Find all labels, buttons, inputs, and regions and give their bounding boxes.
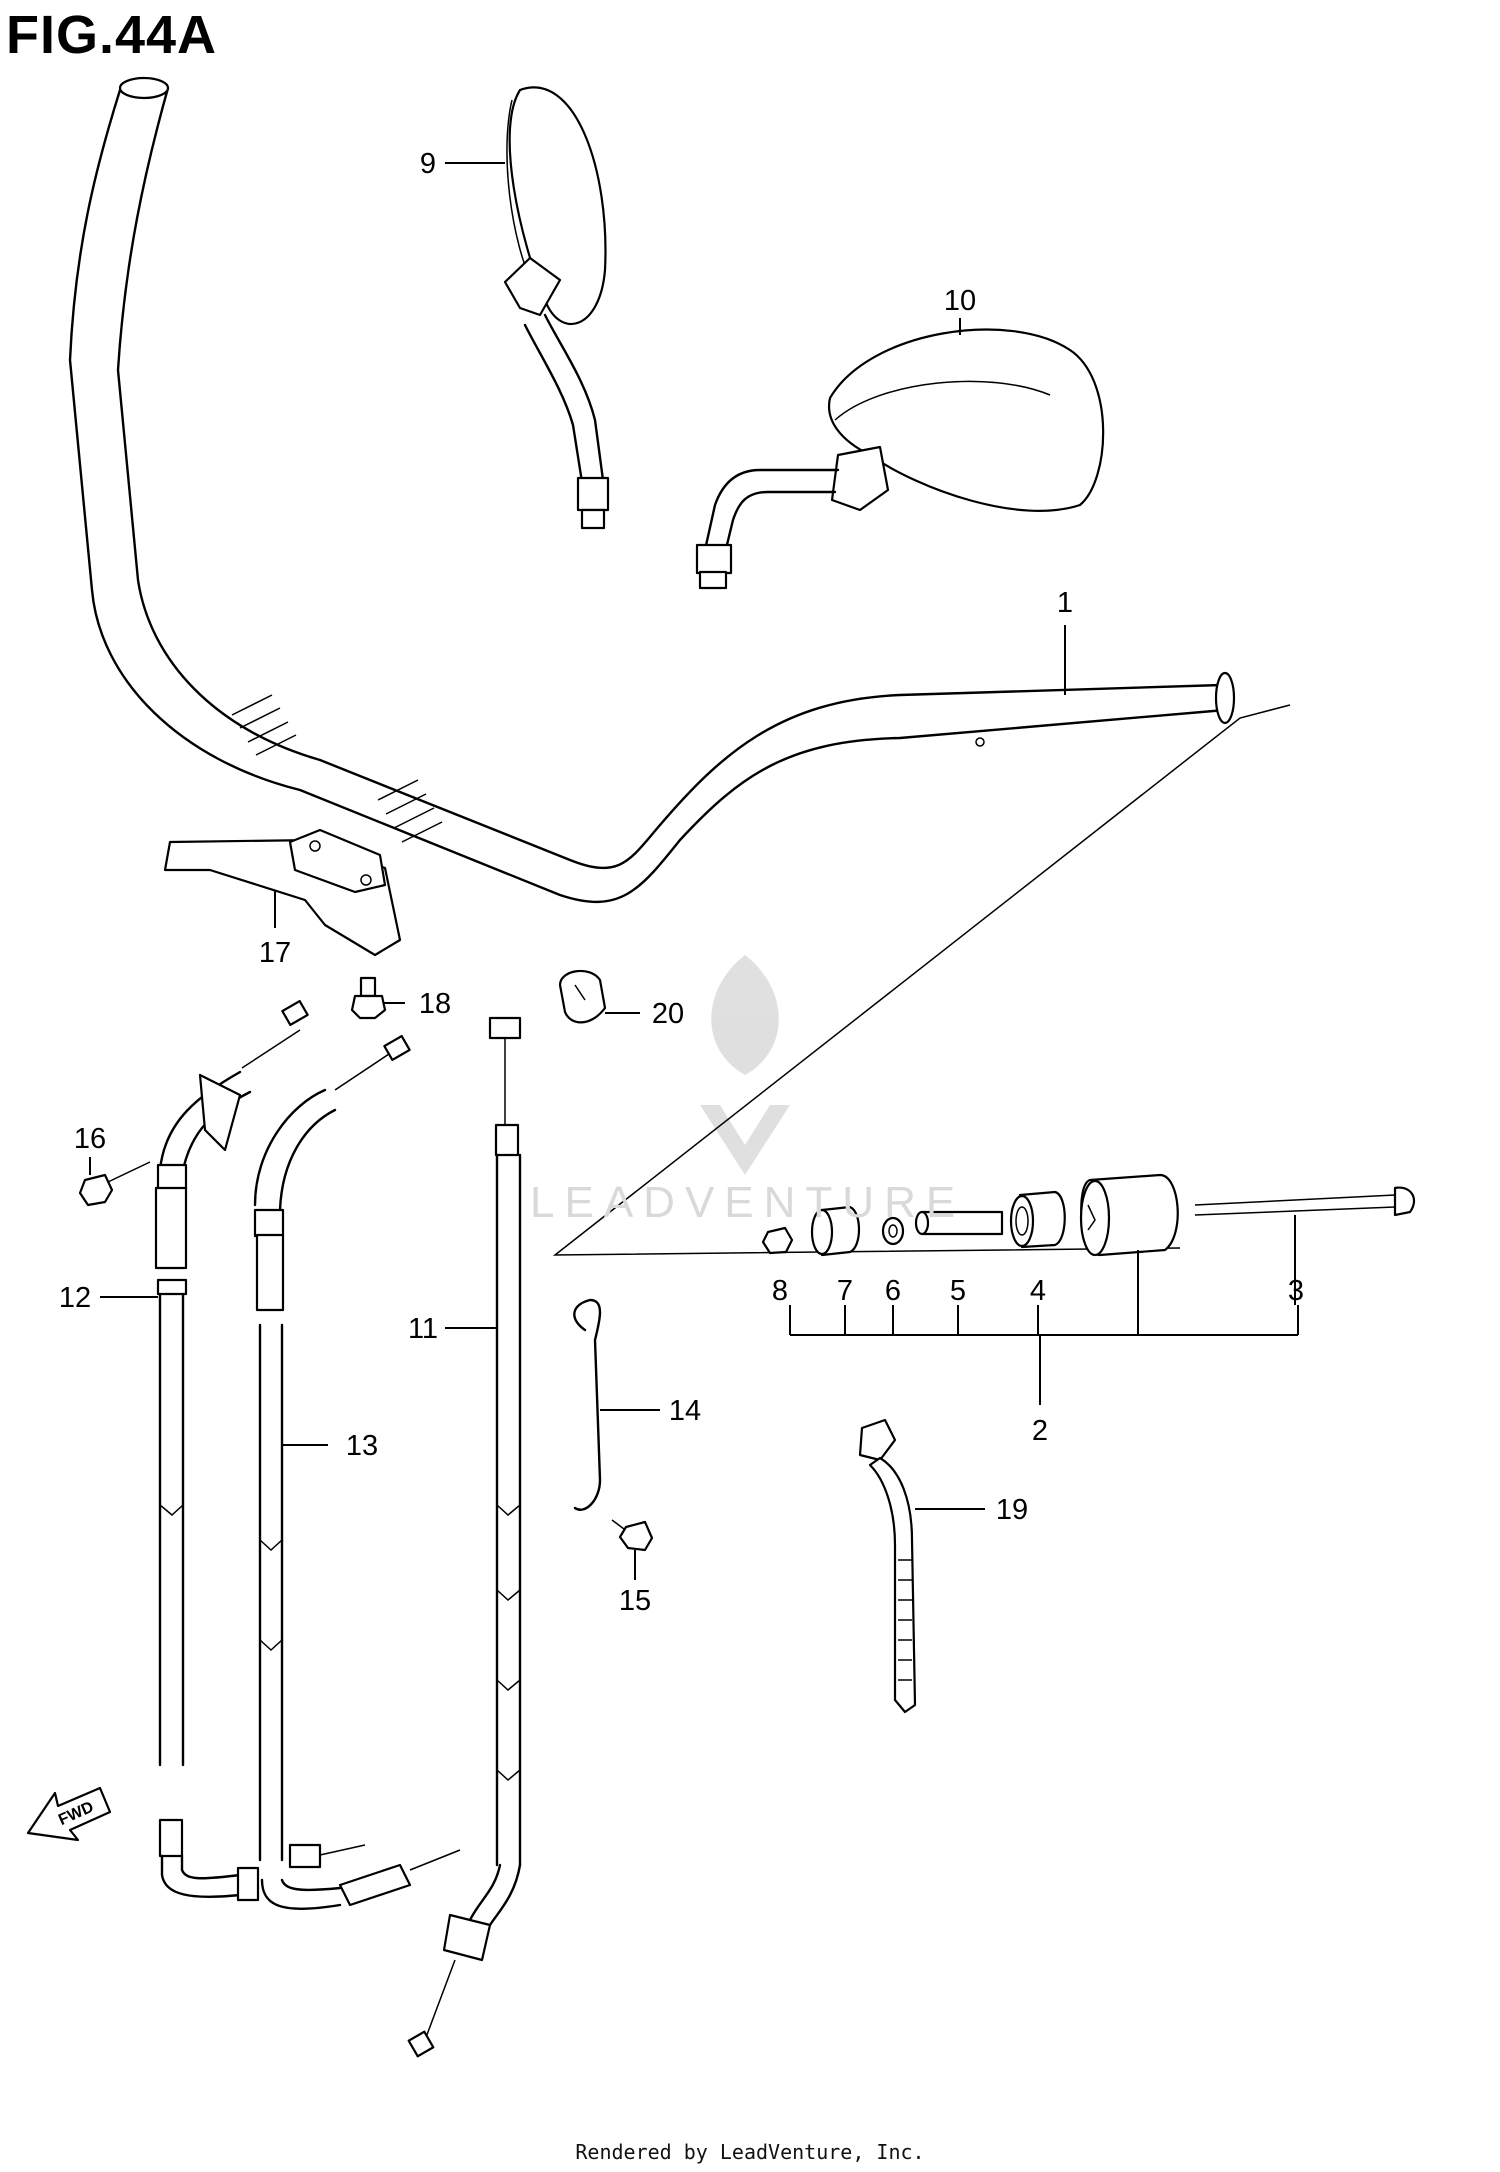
part-label-18: 18 [419,988,451,1020]
figure-title: FIG.44A [6,5,218,65]
part-label-1: 1 [1057,587,1073,619]
part-label-10: 10 [944,285,976,317]
rod-5[interactable] [914,1210,1004,1236]
cable-guide-14[interactable] [573,1298,602,1511]
part-label-12: 12 [59,1282,91,1314]
rubber-7[interactable] [810,1205,861,1257]
weight-body[interactable] [1079,1173,1179,1257]
bracket[interactable] [163,828,402,957]
part-label-7: 7 [837,1275,853,1307]
part-label-19: 19 [996,1494,1028,1526]
clamp-20[interactable] [558,969,607,1024]
throttle-cable-13[interactable] [253,1034,461,1911]
bar-end-weight-assembly[interactable] [761,1173,1416,1405]
nut-8[interactable] [761,1226,794,1255]
part-label-4: 4 [1030,1275,1046,1307]
part-labels: 1 2 3 4 5 6 7 8 9 10 11 12 13 14 15 16 1… [59,148,1304,1617]
watermark-logo [700,955,790,1175]
screw-15[interactable] [611,1519,654,1552]
part-label-15: 15 [619,1585,651,1617]
mirror-left[interactable] [503,86,610,530]
part-label-6: 6 [885,1275,901,1307]
clutch-cable-11[interactable] [407,1016,522,2058]
part-label-9: 9 [420,148,436,180]
washer-6[interactable] [881,1216,905,1246]
mirror-right[interactable] [695,328,1105,590]
part-label-13: 13 [346,1430,378,1462]
part-label-3: 3 [1288,1275,1304,1307]
part-label-8: 8 [772,1275,788,1307]
footer-credit: Rendered by LeadVenture, Inc. [575,2140,925,2164]
watermark-text: LEADVENTURE [530,1178,966,1227]
explode-guide-lines [552,704,1291,1256]
part-label-2: 2 [1032,1415,1048,1447]
throttle-cable-12[interactable] [154,999,309,1902]
fwd-arrow: FWD [26,1786,112,1842]
leader-lines [89,162,1296,1580]
collar-4[interactable] [1009,1190,1066,1249]
part-label-17: 17 [259,937,291,969]
cable-tie-19[interactable] [858,1418,917,1714]
part-label-20: 20 [652,998,684,1030]
screw-16[interactable] [78,1161,151,1207]
handlebar[interactable] [68,76,1236,904]
part-label-14: 14 [669,1395,701,1427]
part-label-16: 16 [74,1123,106,1155]
bolt-3[interactable] [1194,1186,1416,1217]
bolt-18[interactable] [350,976,387,1020]
part-label-5: 5 [950,1275,966,1307]
part-label-11: 11 [408,1313,438,1345]
